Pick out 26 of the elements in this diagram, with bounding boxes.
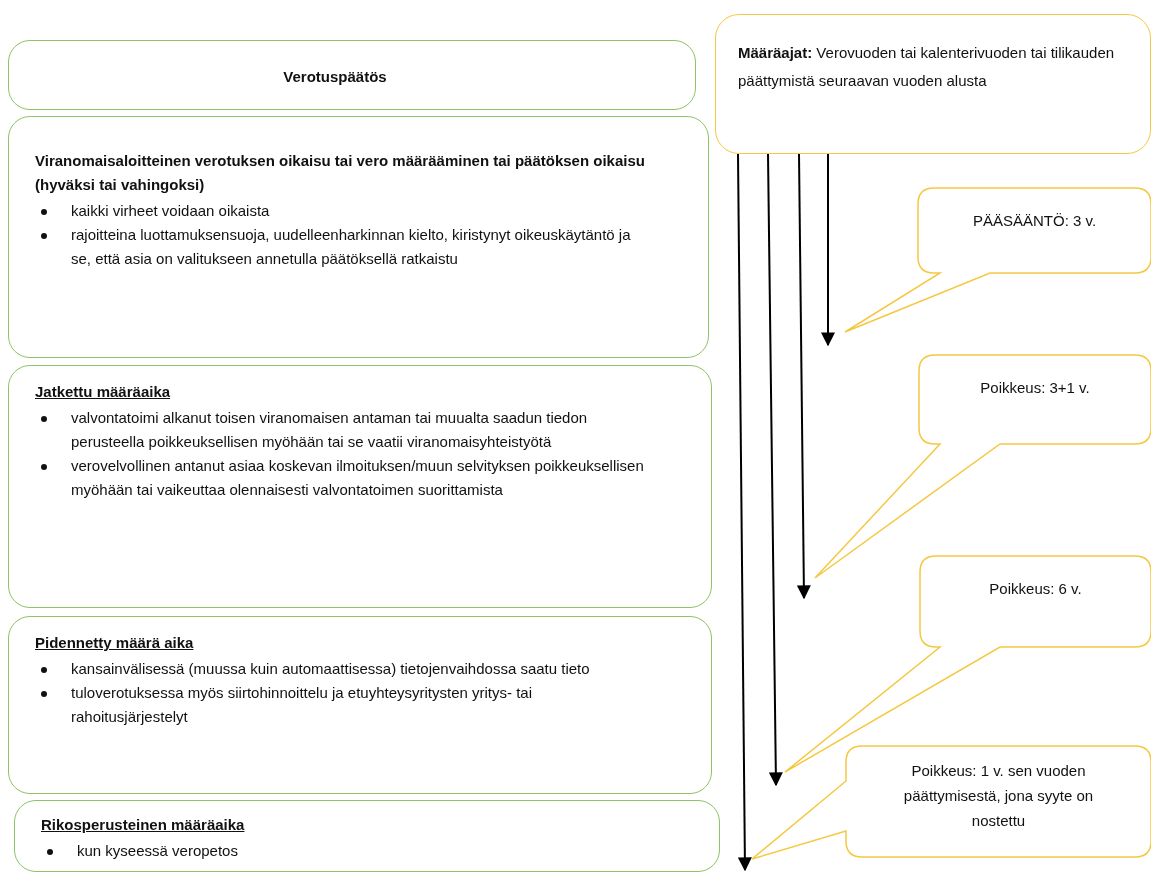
callout-text: Poikkeus: 3+1 v. <box>979 378 1091 398</box>
rounded-box <box>8 365 712 608</box>
rounded-box <box>8 40 696 110</box>
rounded-box <box>8 616 712 794</box>
box-heading: Viranomaisaloitteinen verotuksen oikaisu tai vero määrääminen tai päätöksen oikaisu (hyväksi tai vahingoksi) <box>35 151 646 195</box>
arrow <box>821 153 835 347</box>
rounded-box <box>715 14 1151 154</box>
box-heading: Pidennetty määrä aika <box>35 633 195 653</box>
rounded-box <box>14 800 720 872</box>
box-title: Verotuspäätös <box>283 67 387 85</box>
arrow <box>737 153 752 872</box>
bullet-item: verovelvollinen antanut asiaa koskevan ilmoituksen/muun selvityksen poikkeuksellisen myöhään tai vaikeuttaa olennaisesti valvontatoimen suorittamista <box>71 457 644 498</box>
bullet-item: kansainvälisessä (muussa kuin automaattisessa) tietojenvaihdossa saatu tieto <box>71 660 590 677</box>
rounded-box <box>8 116 709 358</box>
arrow <box>796 153 811 600</box>
box-heading: Rikosperusteinen määräaika <box>41 815 246 835</box>
bullet-item: rajoitteina luottamuksensuoja, uudelleenharkinnan kielto, kiristynyt oikeuskäytäntö ja se, että asia on valitukseen annetulla päätöksellä ratkaistu <box>71 226 631 267</box>
bullet-item: kun kyseessä veropetos <box>77 842 238 859</box>
box-heading: Jatkettu määräaika <box>35 382 172 402</box>
bullet-item: tuloverotuksessa myös siirtohinnoittelu ja etuyhteysyritysten yritys- tai rahoitusjärjestelyt <box>71 684 532 725</box>
callout-text: Poikkeus: 6 v. <box>988 579 1083 599</box>
arrow <box>767 153 783 787</box>
callout-text: PÄÄSÄÄNTÖ: 3 v. <box>971 211 1098 231</box>
bullet-item: kaikki virheet voidaan oikaista <box>71 202 270 219</box>
box-text: Määräajat: Verovuoden tai kalenterivuoden tai tilikauden päättymistä seuraavan vuoden alusta <box>738 44 1115 89</box>
callout-text: Poikkeus: 1 v. sen vuoden päättymisestä, jona syyte on nostettu <box>902 761 1095 831</box>
